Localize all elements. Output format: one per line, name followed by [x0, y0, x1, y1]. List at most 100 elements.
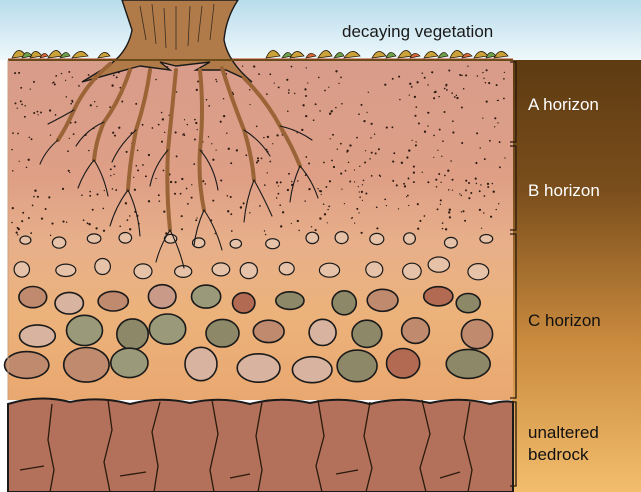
stipple-dot: [359, 191, 360, 192]
stipple-dot: [50, 235, 51, 236]
stipple-dot: [112, 132, 114, 134]
stipple-dot: [442, 222, 444, 224]
stipple-dot: [267, 172, 268, 173]
stipple-dot: [297, 220, 299, 222]
stipple-dot: [446, 89, 448, 91]
stipple-dot: [335, 70, 337, 72]
stipple-dot: [490, 216, 492, 218]
stipple-dot: [449, 209, 451, 211]
stipple-dot: [230, 213, 232, 215]
stipple-dot: [227, 195, 229, 197]
stipple-dot: [49, 109, 51, 111]
stipple-dot: [504, 72, 505, 73]
stone: [134, 264, 152, 279]
stipple-dot: [174, 193, 176, 195]
stipple-dot: [134, 189, 136, 191]
stipple-dot: [451, 92, 453, 94]
stipple-dot: [118, 127, 120, 129]
stipple-dot: [408, 205, 409, 206]
stipple-dot: [236, 149, 238, 151]
stipple-dot: [301, 129, 303, 131]
stipple-dot: [65, 80, 66, 81]
stipple-dot: [83, 219, 85, 221]
stipple-dot: [126, 151, 128, 153]
stipple-dot: [489, 140, 491, 142]
stone: [309, 319, 336, 345]
stipple-dot: [437, 208, 439, 210]
stipple-dot: [116, 76, 118, 78]
stipple-dot: [288, 89, 290, 91]
stipple-dot: [89, 191, 91, 193]
stone: [387, 349, 420, 379]
stipple-dot: [499, 141, 501, 143]
stone: [240, 263, 257, 279]
stipple-dot: [440, 199, 442, 201]
stipple-dot: [306, 67, 307, 68]
stipple-dot: [220, 121, 222, 123]
stipple-dot: [276, 181, 278, 183]
stipple-dot: [325, 186, 327, 188]
stipple-dot: [456, 95, 457, 96]
stipple-dot: [226, 132, 227, 133]
stipple-dot: [196, 217, 197, 218]
stipple-dot: [11, 149, 13, 151]
stipple-dot: [163, 170, 165, 172]
stipple-dot: [492, 183, 494, 185]
stipple-dot: [287, 189, 289, 191]
stipple-dot: [470, 192, 472, 194]
stipple-dot: [294, 93, 295, 94]
stipple-dot: [305, 115, 307, 117]
stipple-dot: [467, 66, 468, 67]
stipple-dot: [186, 188, 188, 190]
stipple-dot: [231, 230, 233, 232]
stipple-dot: [112, 188, 114, 190]
stipple-dot: [205, 183, 207, 185]
stipple-dot: [495, 209, 496, 210]
stipple-dot: [315, 229, 317, 231]
stipple-dot: [158, 194, 160, 196]
stipple-dot: [398, 76, 400, 78]
stipple-dot: [96, 193, 98, 195]
stone: [67, 315, 103, 345]
stipple-dot: [55, 75, 57, 77]
stipple-dot: [487, 186, 489, 188]
stipple-dot: [31, 138, 33, 140]
stipple-dot: [436, 186, 438, 188]
stone: [446, 349, 490, 378]
stipple-dot: [359, 166, 360, 167]
stipple-dot: [341, 189, 342, 190]
stipple-dot: [433, 135, 435, 137]
stipple-dot: [249, 89, 251, 91]
stipple-dot: [484, 158, 486, 160]
bedrock-layer: [8, 398, 513, 492]
stone: [148, 285, 176, 309]
stipple-dot: [257, 157, 259, 159]
stone: [19, 287, 47, 308]
stipple-dot: [449, 216, 451, 218]
stipple-dot: [135, 103, 137, 105]
stipple-dot: [370, 123, 372, 125]
stipple-dot: [327, 222, 328, 223]
stipple-dot: [94, 101, 95, 102]
stipple-dot: [422, 172, 423, 173]
stipple-dot: [87, 222, 89, 224]
stipple-dot: [223, 98, 224, 99]
stone: [366, 262, 383, 277]
stipple-dot: [337, 148, 338, 149]
stipple-dot: [183, 134, 185, 136]
stipple-dot: [392, 78, 394, 80]
stipple-dot: [242, 66, 243, 67]
stone: [185, 347, 217, 380]
stipple-dot: [17, 234, 18, 235]
stipple-dot: [454, 96, 456, 98]
stipple-dot: [20, 100, 22, 102]
stipple-dot: [486, 69, 488, 71]
stipple-dot: [403, 183, 405, 185]
stone: [428, 257, 449, 272]
stipple-dot: [451, 179, 453, 181]
stipple-dot: [407, 195, 409, 197]
stipple-dot: [493, 191, 495, 193]
stipple-dot: [464, 220, 466, 222]
stipple-dot: [327, 209, 328, 210]
